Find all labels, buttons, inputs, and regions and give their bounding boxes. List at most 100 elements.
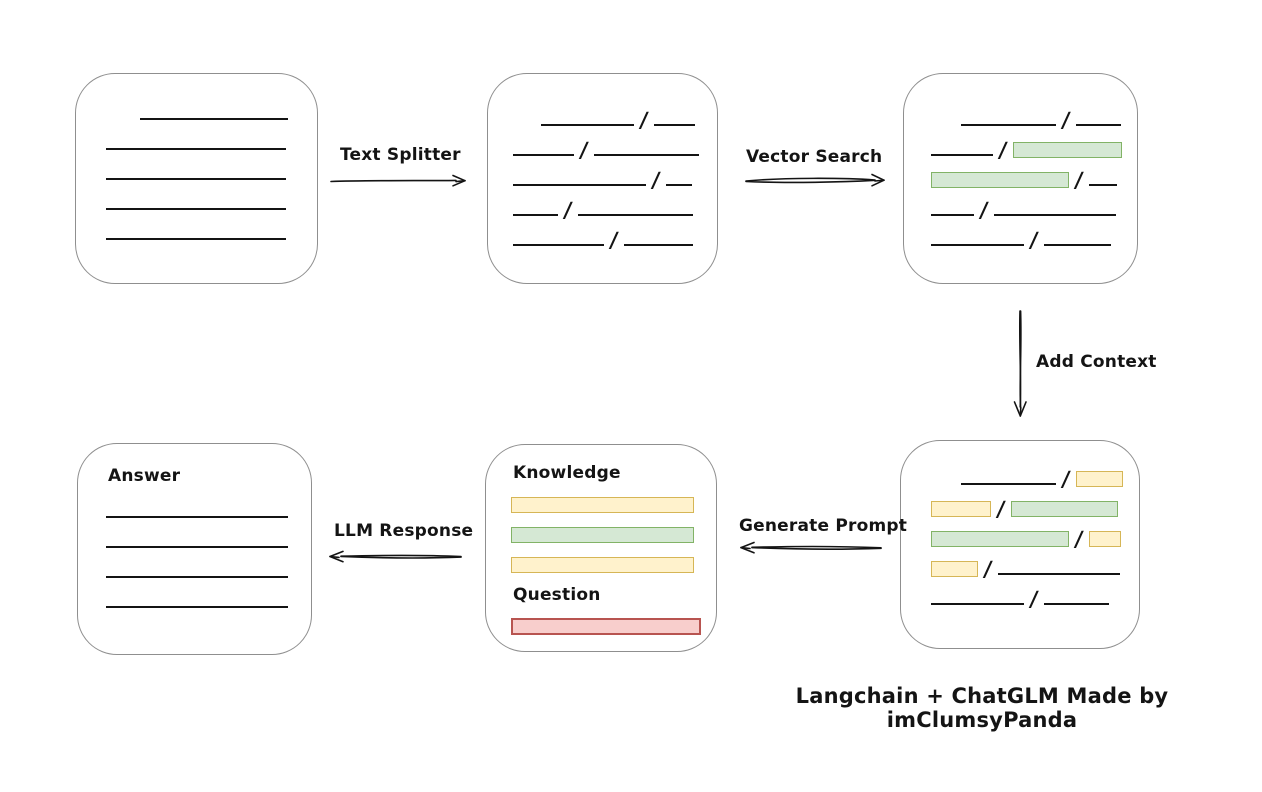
yellow-chunk xyxy=(931,501,991,517)
generate-prompt-label: Generate Prompt xyxy=(739,516,908,536)
slash-separator: / xyxy=(562,198,574,222)
answer-label: Answer xyxy=(108,466,181,486)
yellow-chunk xyxy=(931,561,978,577)
slash-separator: / xyxy=(650,168,662,192)
slash-separator: / xyxy=(1060,467,1072,491)
add-context-arrow-icon xyxy=(1013,310,1027,417)
slash-separator: / xyxy=(997,138,1009,162)
text-row: / xyxy=(961,108,1137,132)
text-splitter-arrow-icon xyxy=(330,174,466,187)
chunk-lines: / / / / / xyxy=(513,108,717,252)
text-row: / xyxy=(513,168,717,192)
text-line xyxy=(577,214,693,216)
text-row: / xyxy=(541,108,717,132)
text-line xyxy=(931,244,1024,246)
diagram-caption: Langchain + ChatGLM Made by imClumsyPand… xyxy=(795,684,1169,732)
text-row: / xyxy=(513,228,717,252)
slash-separator: / xyxy=(1028,228,1040,252)
llm-response-label: LLM Response xyxy=(334,521,474,541)
text-row xyxy=(106,224,317,242)
text-row xyxy=(511,495,716,513)
text-row: / xyxy=(931,497,1139,521)
knowledge-label: Knowledge xyxy=(513,463,621,483)
text-line xyxy=(997,573,1120,575)
text-row: / xyxy=(513,198,717,222)
text-row: / xyxy=(931,587,1139,611)
text-line xyxy=(140,118,288,120)
text-row xyxy=(140,104,317,122)
slash-separator: / xyxy=(608,228,620,252)
text-line xyxy=(1043,603,1109,605)
yellow-chunk xyxy=(511,557,694,573)
text-line xyxy=(106,516,288,518)
text-row: / xyxy=(931,228,1137,252)
green-chunk xyxy=(1010,501,1118,517)
text-line xyxy=(106,238,286,240)
red-chunk xyxy=(511,618,701,635)
text-line xyxy=(106,148,286,150)
green-chunk xyxy=(511,527,694,543)
prompt-node: Knowledge Question xyxy=(485,444,717,652)
text-row: / xyxy=(931,527,1139,551)
text-row xyxy=(511,617,716,635)
text-row xyxy=(106,532,311,550)
text-line xyxy=(106,178,286,180)
retrieved-lines: / / / / / xyxy=(931,108,1137,252)
text-line xyxy=(961,483,1056,485)
text-row xyxy=(106,164,317,182)
text-row: / xyxy=(931,557,1139,581)
text-row xyxy=(106,194,317,212)
text-line xyxy=(931,154,993,156)
text-row xyxy=(511,555,716,573)
slash-separator: / xyxy=(995,497,1007,521)
green-chunk xyxy=(1012,142,1122,158)
text-line xyxy=(931,214,974,216)
text-line xyxy=(541,124,634,126)
text-line xyxy=(665,184,692,186)
source-document-node xyxy=(75,73,318,284)
llm-response-arrow-icon xyxy=(329,550,462,563)
slash-separator: / xyxy=(1060,108,1072,132)
text-line xyxy=(106,546,288,548)
text-line xyxy=(106,208,286,210)
text-line xyxy=(593,154,699,156)
knowledge-bars xyxy=(511,495,716,573)
text-splitter-label: Text Splitter xyxy=(340,145,461,165)
green-chunk xyxy=(931,531,1069,547)
text-line xyxy=(653,124,695,126)
text-line xyxy=(623,244,693,246)
context-chunks-node: / / / / / xyxy=(900,440,1140,649)
question-bar xyxy=(511,617,716,635)
slash-separator: / xyxy=(1073,168,1085,192)
text-line xyxy=(961,124,1056,126)
question-label: Question xyxy=(513,585,601,605)
text-row xyxy=(511,525,716,543)
answer-lines xyxy=(106,502,311,610)
context-lines: / / / / / xyxy=(931,467,1139,611)
yellow-chunk xyxy=(1088,531,1121,547)
text-row: / xyxy=(931,198,1137,222)
text-line xyxy=(513,154,574,156)
text-row xyxy=(106,592,311,610)
vector-search-arrow-icon xyxy=(745,173,885,187)
slash-separator: / xyxy=(578,138,590,162)
text-row xyxy=(106,134,317,152)
text-line xyxy=(931,603,1024,605)
slash-separator: / xyxy=(978,198,990,222)
text-line xyxy=(513,244,604,246)
slash-separator: / xyxy=(1028,587,1040,611)
retrieved-chunks-node: / / / / / xyxy=(903,73,1138,284)
text-line xyxy=(1043,244,1111,246)
yellow-chunk xyxy=(511,497,694,513)
document-lines xyxy=(106,104,317,242)
answer-node: Answer xyxy=(77,443,312,655)
slash-separator: / xyxy=(982,557,994,581)
text-line xyxy=(106,576,288,578)
slash-separator: / xyxy=(1073,527,1085,551)
vector-search-label: Vector Search xyxy=(746,147,883,167)
yellow-chunk xyxy=(1075,471,1123,487)
generate-prompt-arrow-icon xyxy=(740,541,882,554)
text-line xyxy=(513,184,646,186)
text-line xyxy=(1075,124,1121,126)
